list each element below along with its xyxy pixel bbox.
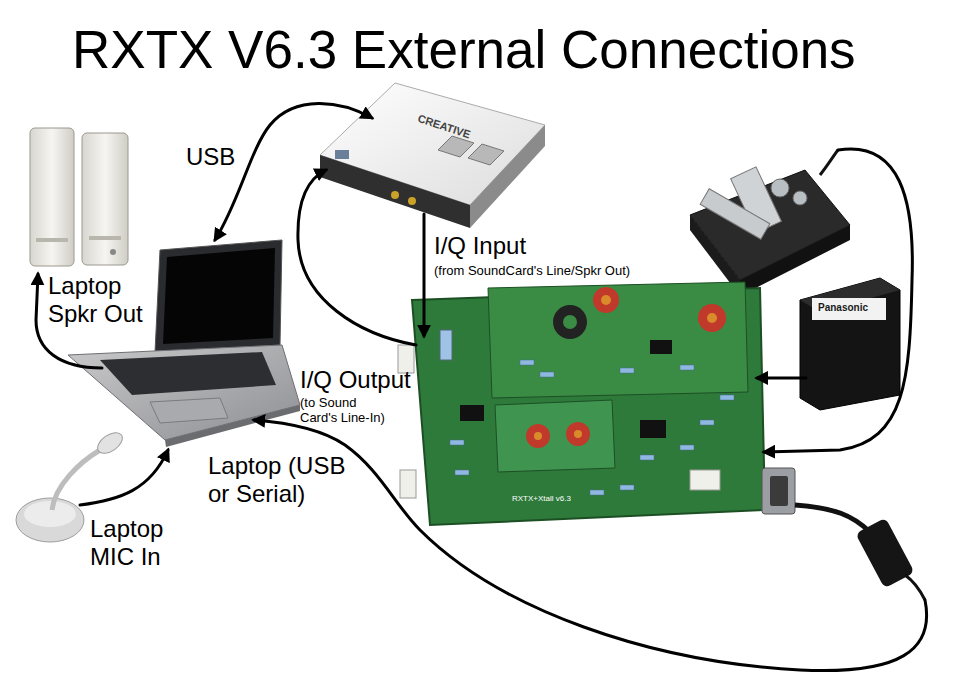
serial-cable (254, 420, 927, 671)
serial-adapter (795, 505, 925, 600)
rxtx-board-part (460, 405, 484, 421)
rxtx-board-part (574, 430, 582, 438)
rxtx-board-part (770, 476, 788, 506)
sound-card-part (470, 125, 545, 228)
laptop-part (155, 240, 282, 352)
rxtx-board-part (495, 400, 615, 472)
morse-key-part (700, 189, 770, 240)
rxtx-board-part (488, 282, 748, 398)
usb-cable (215, 103, 372, 240)
rxtx-board-part-part (680, 445, 694, 450)
rxtx-board-part (563, 315, 577, 329)
rxtx-board-part-part (620, 485, 634, 490)
rxtx-board-part (640, 420, 666, 438)
wire-note: (to Sound Card's Line-In) (300, 396, 395, 426)
rxtx-board (398, 282, 795, 525)
wire-label: Laptop Spkr Out (48, 272, 153, 327)
brand-text: Panasonic (818, 302, 868, 314)
serial-adapter-part (905, 575, 925, 600)
cable (36, 103, 927, 670)
wire-label: Laptop (USB or Serial) (208, 452, 353, 507)
microphone-part (52, 450, 100, 510)
wire-label: USB (186, 143, 235, 171)
rxtx-board-part (601, 295, 611, 305)
laptop-part (163, 248, 275, 344)
sound-card-part (408, 197, 416, 205)
laptop-part (150, 398, 228, 423)
sound-card-part (335, 150, 349, 159)
morse-key-part (820, 150, 838, 175)
rxtx-board-part-part (720, 395, 734, 400)
laptop-part (100, 352, 276, 395)
battery (800, 278, 900, 410)
board-silkscreen: RXTX+Xtall v6.3 (512, 494, 571, 503)
speaker-pair-part (30, 128, 74, 266)
sound-card-part (320, 155, 470, 228)
rxtx-board-part (526, 424, 550, 448)
rxtx-board-part (690, 470, 720, 490)
microphone-part (94, 428, 126, 457)
rxtx-board-part (440, 330, 452, 360)
sound-card-part (391, 191, 399, 199)
laptop-part (165, 405, 300, 447)
rxtx-board-part-part (680, 365, 694, 370)
iq-output-cable (298, 170, 416, 345)
rxtx-board-part (566, 422, 590, 446)
rxtx-board-part-part (455, 470, 469, 475)
microphone-part (16, 498, 84, 542)
rxtx-board-part (553, 305, 587, 339)
serial-adapter-part (855, 518, 914, 589)
rxtx-board-part-part (590, 490, 604, 495)
brand-text: CREATIVE (416, 112, 472, 141)
wire-label: I/Q Input (434, 232, 526, 260)
morse-key-part (771, 179, 789, 197)
speaker-pair-part (89, 236, 121, 240)
sound-card-part (468, 144, 504, 165)
wire-note: (from SoundCard's Line/Spkr Out) (434, 264, 630, 279)
rxtx-board-part (762, 468, 795, 514)
microphone-part (24, 501, 76, 527)
battery-part (812, 298, 886, 320)
wire-label: I/Q Output (300, 366, 411, 394)
rxtx-board-part-part (540, 372, 554, 377)
rxtx-board-part (707, 313, 717, 323)
power-cable (757, 377, 806, 380)
morse-key (690, 150, 850, 296)
mic-cable (80, 450, 168, 505)
rxtx-board-part (534, 432, 542, 440)
rxtx-board-part (450, 360, 734, 495)
iq-input-cable (423, 214, 426, 336)
speaker-pair-part (110, 249, 116, 255)
morse-key-part (793, 191, 807, 205)
sound-card (320, 83, 545, 228)
rxtx-board-part-part (640, 455, 654, 460)
laptop (68, 240, 300, 447)
battery-part (800, 278, 900, 410)
serial-adapter-part (795, 505, 870, 532)
speaker-pair (30, 128, 128, 266)
rxtx-board-part (593, 287, 619, 313)
rxtx-board-part-part (620, 368, 634, 373)
speaker-pair-part (36, 238, 68, 242)
wire-label: Laptop MIC In (90, 515, 175, 570)
speaker-pair-part (82, 133, 128, 265)
laptop-part (68, 345, 300, 440)
rxtx-board-part (400, 470, 416, 498)
rxtx-board-part (650, 340, 672, 354)
rxtx-board-part-part (520, 360, 534, 365)
rxtx-board-part (698, 304, 726, 332)
diagram-title: RXTX V6.3 External Connections (72, 20, 856, 81)
rxtx-board-part-part (700, 420, 714, 425)
rxtx-board-part-part (450, 440, 464, 445)
key-cable (764, 149, 912, 452)
